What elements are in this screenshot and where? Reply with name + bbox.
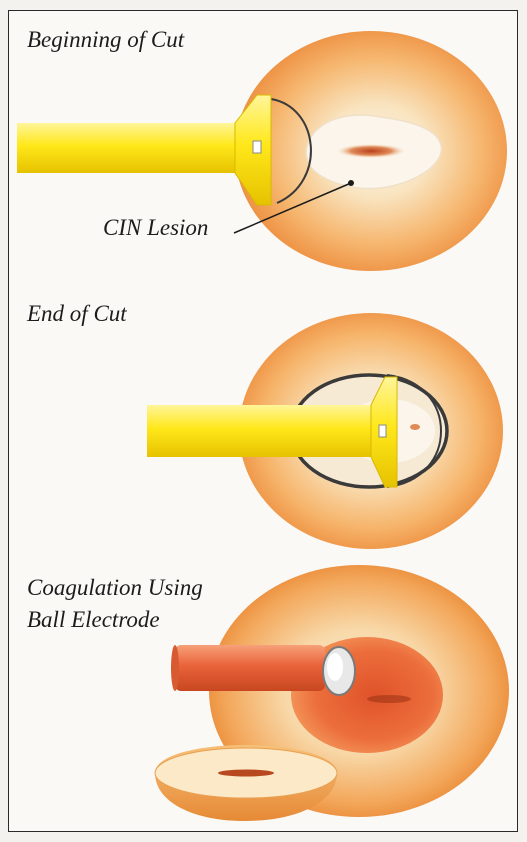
title-end-of-cut: End of Cut: [27, 299, 127, 329]
title-coagulation-line2: Ball Electrode: [27, 605, 160, 635]
panel-end-of-cut: End of Cut: [9, 291, 517, 561]
ball-electrode-handle: [175, 645, 325, 691]
panel-coagulation: Coagulation Using Ball Electrode: [9, 561, 517, 833]
panel-beginning-of-cut: Beginning of Cut CIN Lesion: [9, 11, 517, 291]
title-beginning-of-cut: Beginning of Cut: [27, 25, 184, 55]
end-of-cut-illustration: [9, 291, 519, 561]
loop-electrode-handle: [17, 123, 237, 173]
cervical-os: [337, 144, 405, 158]
label-cin-lesion: CIN Lesion: [103, 213, 208, 243]
diagram-frame: Beginning of Cut CIN Lesion: [8, 10, 518, 832]
title-coagulation-line1: Coagulation Using: [27, 573, 203, 603]
loop-electrode-handle: [147, 405, 373, 457]
